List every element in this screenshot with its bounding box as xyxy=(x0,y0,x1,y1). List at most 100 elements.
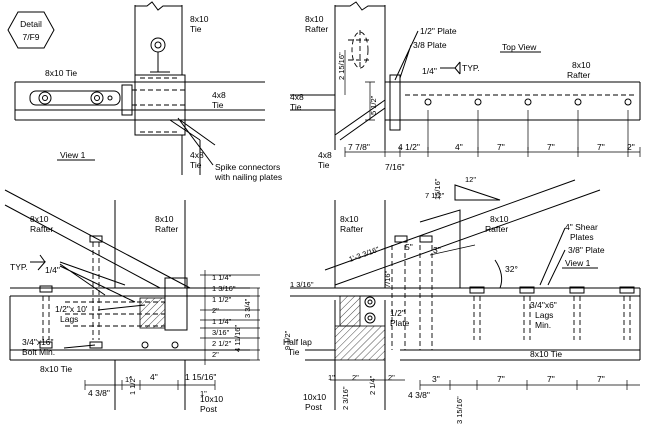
spike-connector-row xyxy=(29,90,121,106)
shear-plates-label-b: Plates xyxy=(570,232,594,242)
bottom-left-view: 8x10 Rafter 8x10 Rafter TYP. 1/4" 1/2"x … xyxy=(4,189,260,414)
dim-bl-8: 2" xyxy=(212,350,219,359)
lags-label-b3: Min. xyxy=(535,320,551,330)
bottom-left-bolts xyxy=(39,235,103,349)
dim-br-6: 7/16" xyxy=(383,270,392,288)
dim-bl-12: 1 1/2" xyxy=(128,375,137,395)
label-4x8-a: 4x8 xyxy=(212,90,226,100)
dim-tr-g: 7" xyxy=(547,142,555,152)
dim-br-15: 7" xyxy=(547,374,555,384)
label-bl-8x10-b: 8x10 xyxy=(155,214,174,224)
dim-bl-7: 2 1/2" xyxy=(212,339,232,348)
typ-label-a: TYP. xyxy=(462,63,480,73)
dim-tr-i: 2" xyxy=(627,142,635,152)
label-4x8-tie-b: Tie xyxy=(190,160,202,170)
dim-tr-j: 7/16" xyxy=(385,162,405,172)
dim-br-3: 1'-3 3/16" xyxy=(348,244,381,263)
label-bl-8x10-a: 8x10 xyxy=(30,214,49,224)
angle-32-label: 32° xyxy=(505,264,518,274)
label-bl-rafter-a: Rafter xyxy=(30,224,53,234)
label-bl-tie: 8x10 Tie xyxy=(40,364,72,374)
spike-connectors-label: Spike connectors xyxy=(215,162,280,172)
dim-br-9: 2 1/4" xyxy=(368,375,377,395)
label-br-tie: 8x10 Tie xyxy=(530,349,562,359)
label-bl-post-a: 10x10 xyxy=(200,394,223,404)
label-tr-tie-a: Tie xyxy=(290,102,302,112)
label-br-rafter-b: Rafter xyxy=(485,224,508,234)
nailing-plates-label: with nailing plates xyxy=(214,172,282,182)
dim-bl-2: 1 3/16" xyxy=(212,284,236,293)
lags-label-a2: Lags xyxy=(60,314,78,324)
dim-br-5: 3" xyxy=(433,245,441,255)
bolt-label-a2: Bolt Min. xyxy=(22,347,55,357)
half-lap-tie-label: Tie xyxy=(288,347,300,357)
dim-bl-10: 4 11/16" xyxy=(233,325,242,352)
top-right-view: 8x10 Rafter 1/2" Plate 3/8 Plate Top Vie… xyxy=(290,1,641,172)
lags-label-b1: 3/4"x6" xyxy=(530,300,557,310)
dim-bl-4: 2" xyxy=(212,306,219,315)
dim-tr-e: 4" xyxy=(455,142,463,152)
dim-tr-d: 4 1/2" xyxy=(398,142,420,152)
plate-half-br-a: 1/2" xyxy=(390,308,405,318)
label-three-eighths-plate: 3/8 Plate xyxy=(413,40,447,50)
label-tr-8x10-right: 8x10 xyxy=(572,60,591,70)
label-br-rafter-a: Rafter xyxy=(340,224,363,234)
label-tr-rafter: Rafter xyxy=(305,24,328,34)
label-br-post-a: 10x10 xyxy=(303,392,326,402)
dim-tr-b: 5 1/2" xyxy=(369,95,378,115)
dim-bl-14: 1 15/16" xyxy=(185,372,216,382)
dim-br-1: 1 3/16" xyxy=(290,280,314,289)
dim-br-12: 4 3/8" xyxy=(408,390,430,400)
bottom-right-bolt-row xyxy=(469,286,635,340)
plate-half-br-b: Plate xyxy=(390,318,410,328)
dim-br-10: 2" xyxy=(388,373,395,382)
detail-ref: 7/F9 xyxy=(22,32,39,42)
top-right-bolt-row xyxy=(424,98,632,106)
label-tie-top: Tie xyxy=(190,24,202,34)
dim-bl-9: 3 3/4" xyxy=(243,298,252,318)
dim-br-17: 3 15/16" xyxy=(455,396,464,424)
dim-bl-3: 1 1/2" xyxy=(212,295,232,304)
detail-title: Detail xyxy=(20,19,42,29)
dim-br-11: 2 3/16" xyxy=(341,386,350,410)
slope-12-label: 12" xyxy=(465,175,476,184)
label-tr-4x8-a: 4x8 xyxy=(290,92,304,102)
weld-quarter-b: 1/4" xyxy=(45,265,60,275)
half-lap-label: Half lap xyxy=(283,337,312,347)
label-8x10-tie-left: 8x10 Tie xyxy=(45,68,77,78)
label-bl-rafter-b: Rafter xyxy=(155,224,178,234)
dim-tr-c: 7 7/8" xyxy=(348,142,370,152)
label-br-8x10-a: 8x10 xyxy=(340,214,359,224)
label-bl-post-b: Post xyxy=(200,404,218,414)
dim-tr-f: 7" xyxy=(497,142,505,152)
typ-label-b: TYP. xyxy=(10,262,28,272)
dim-br-18: 15/16" xyxy=(433,178,442,200)
three-eighths-plate-br: 3/8" Plate xyxy=(568,245,605,255)
label-tr-4x8-b: 4x8 xyxy=(318,150,332,160)
label-tr-tie-b: Tie xyxy=(318,160,330,170)
dim-bl-13: 4" xyxy=(150,372,158,382)
view-1-label-b: View 1 xyxy=(565,258,591,268)
dim-br-8: 2" xyxy=(352,373,359,382)
top-left-view: 8x10 Tie 8x10 Tie 4x8 Tie 4x8 Tie View 1… xyxy=(14,1,282,182)
view-1-label-a: View 1 xyxy=(60,150,86,160)
label-tr-8x10: 8x10 xyxy=(305,14,324,24)
shear-plates-label-a: 4" Shear xyxy=(565,222,598,232)
dim-tr-h: 7" xyxy=(597,142,605,152)
label-half-plate: 1/2" Plate xyxy=(420,26,457,36)
weld-quarter-label: 1/4" xyxy=(422,66,437,76)
bolt-label-a: 3/4"x16" xyxy=(22,337,54,347)
top-view-label: Top View xyxy=(502,42,537,52)
dim-bl-1: 1 1/4" xyxy=(212,273,232,282)
dim-bl-5: 1 1/4" xyxy=(212,317,232,326)
dim-bl-15: 1" xyxy=(125,375,132,384)
dim-bl-16: 1" xyxy=(200,389,207,398)
detail-hexagon-badge: Detail 7/F9 xyxy=(7,11,55,49)
dim-br-4: 5" xyxy=(405,242,413,252)
dim-bl-6: 3/16" xyxy=(212,328,230,337)
slope-7-label: 7 1/2" xyxy=(425,191,445,200)
label-br-post-b: Post xyxy=(305,402,323,412)
dim-br-7: 1" xyxy=(328,373,335,382)
label-8x10-tie-top: 8x10 xyxy=(190,14,209,24)
